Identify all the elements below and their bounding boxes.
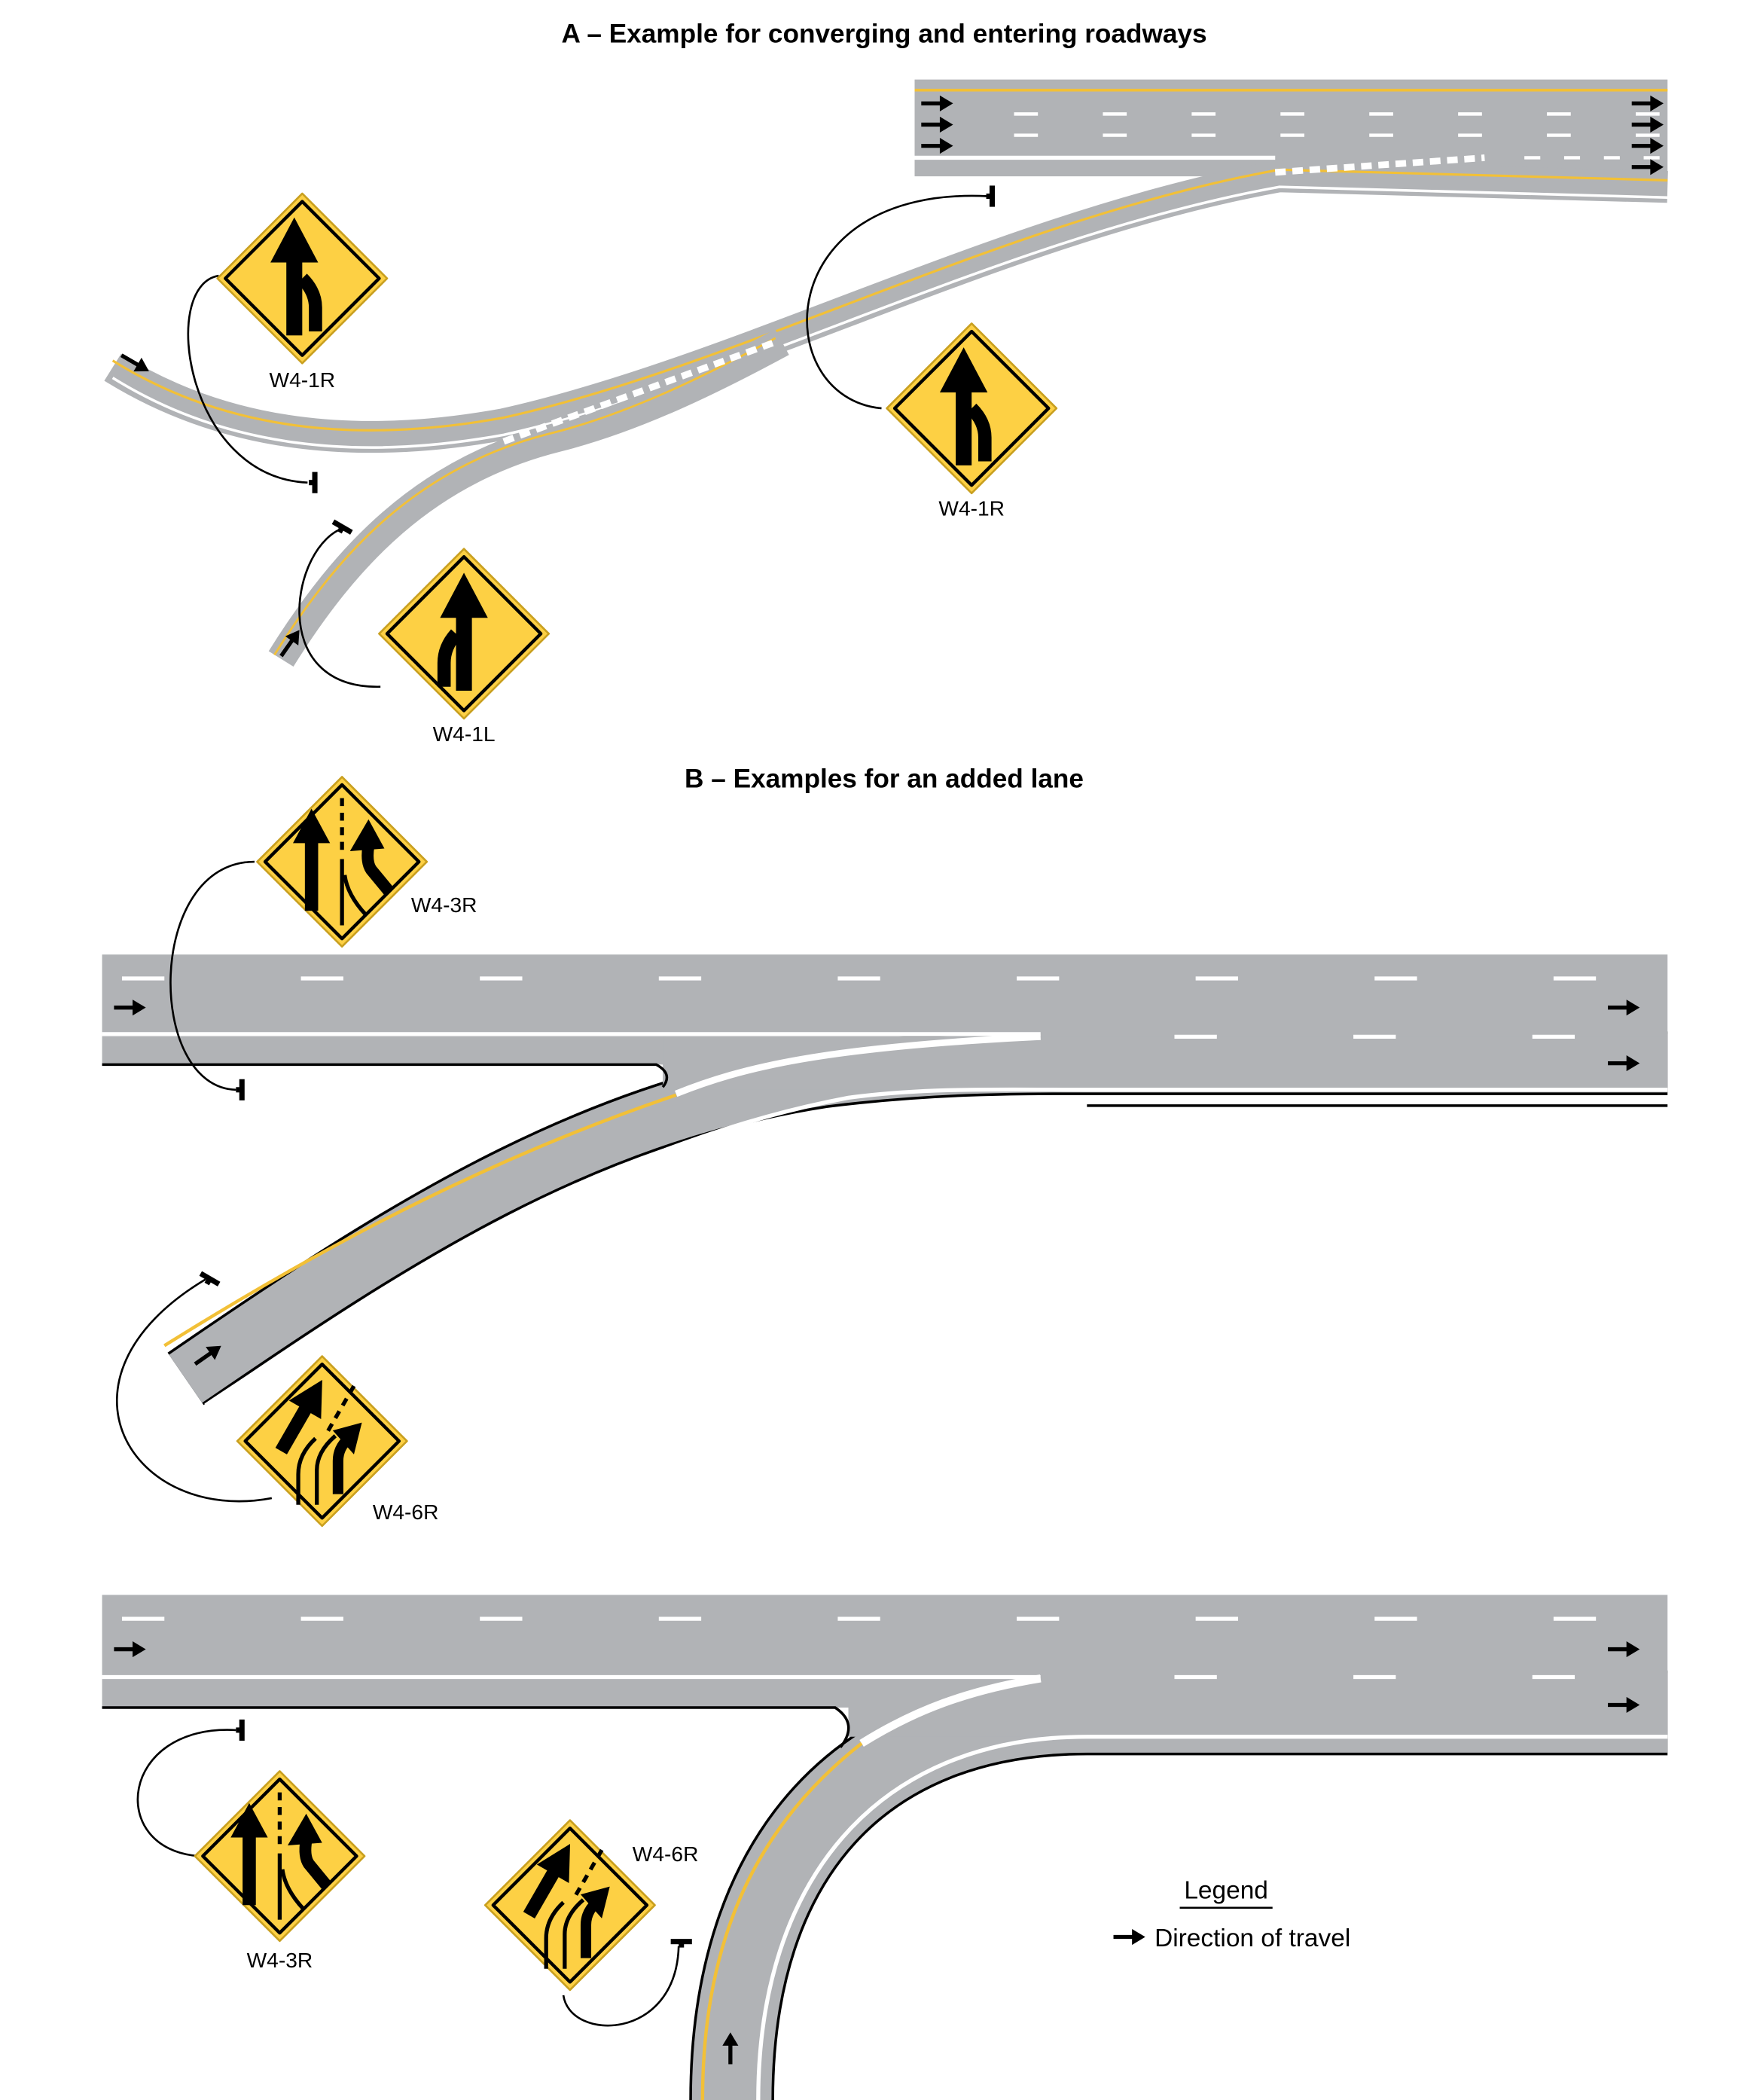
section-b-example1-roads (102, 954, 1668, 1407)
added-lane-sign (195, 1771, 364, 1940)
arrow-right-icon (1114, 1929, 1145, 1945)
sign-label: W4-3R (411, 893, 477, 917)
legend: Legend Direction of travel (1114, 1876, 1350, 1952)
sign-label: W4-1R (270, 368, 336, 392)
added-lane-sign (257, 777, 426, 946)
sign-label: W4-3R (247, 1949, 313, 1972)
leader-lines-b2 (136, 1729, 680, 2027)
section-a-title: A – Example for converging and entering … (561, 19, 1206, 48)
entering-roadway-added-lane-sign (485, 1821, 654, 1990)
sign-posts-b1 (197, 1079, 245, 1290)
sign-label: W4-1L (433, 722, 496, 746)
sign-label: W4-1R (938, 497, 1005, 520)
section-b-example2-roads (102, 1595, 1668, 2100)
legend-item-label: Direction of travel (1154, 1924, 1350, 1952)
merge-left-sign (379, 549, 548, 719)
section-b-title: B – Examples for an added lane (685, 765, 1084, 794)
section-a-roads (104, 79, 1668, 667)
merge-right-sign (887, 323, 1057, 493)
sign-label: W4-6R (633, 1842, 699, 1866)
merge-right-sign (218, 194, 387, 363)
leader-lines-a (187, 194, 988, 688)
sign-label: W4-6R (373, 1500, 439, 1524)
leader-lines-b1 (115, 860, 273, 1503)
sign-posts-a (309, 185, 995, 538)
legend-title: Legend (1184, 1876, 1268, 1904)
